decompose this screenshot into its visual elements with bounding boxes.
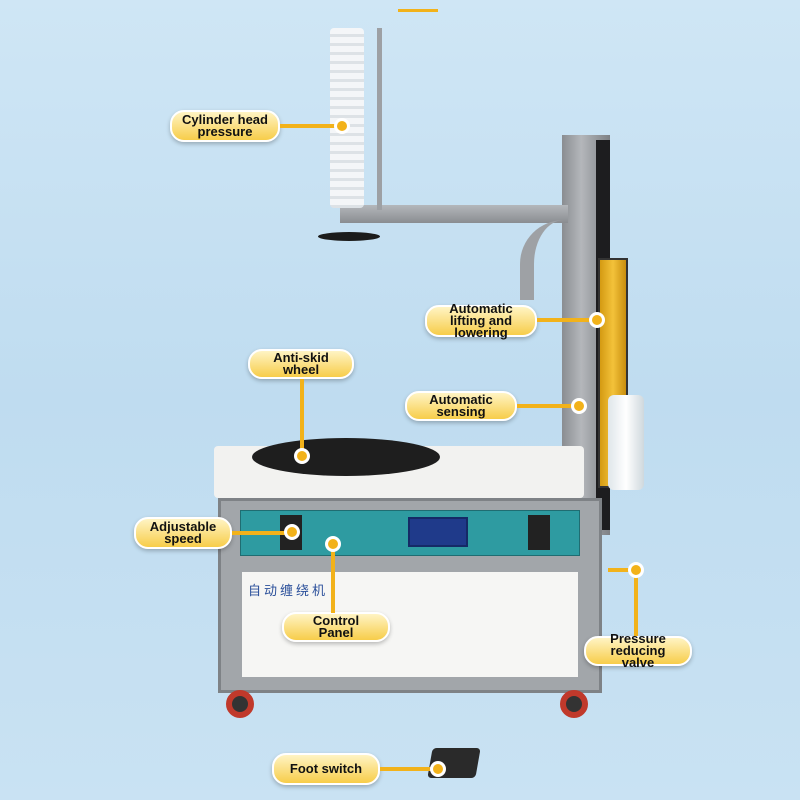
label-pressure-valve: Pressure reducing valve	[584, 632, 692, 669]
callout-dot	[325, 536, 341, 552]
callout-dot	[430, 761, 446, 777]
callout-dot	[294, 448, 310, 464]
callout-dot	[334, 118, 350, 134]
label-anti-skid: Anti-skid wheel	[248, 349, 354, 379]
caster-left	[226, 690, 254, 718]
power-switch	[528, 515, 550, 550]
machine-logo: 自动缠绕机	[248, 584, 329, 599]
label-sensing: Automatic sensing	[405, 391, 517, 421]
top-accent	[398, 9, 438, 12]
label-control-panel: Control Panel	[282, 612, 390, 642]
callout-dot	[284, 524, 300, 540]
caster-right	[560, 690, 588, 718]
cylinder-rod	[377, 28, 382, 210]
arm-brace	[520, 220, 564, 300]
label-speed: Adjustable speed	[134, 517, 232, 549]
lcd-display	[408, 517, 468, 547]
wrapped-cylinder	[330, 28, 364, 208]
film-roll	[608, 395, 644, 490]
callout-dot	[589, 312, 605, 328]
pressure-disc	[318, 232, 380, 241]
callout-dot	[571, 398, 587, 414]
label-cylinder-head: Cylinder head pressure	[170, 110, 280, 142]
callout-dot	[628, 562, 644, 578]
label-lifting: Automatic lifting and lowering	[425, 302, 537, 339]
label-foot-switch: Foot switch	[272, 753, 380, 785]
turntable	[252, 438, 440, 476]
top-arm	[340, 205, 568, 223]
